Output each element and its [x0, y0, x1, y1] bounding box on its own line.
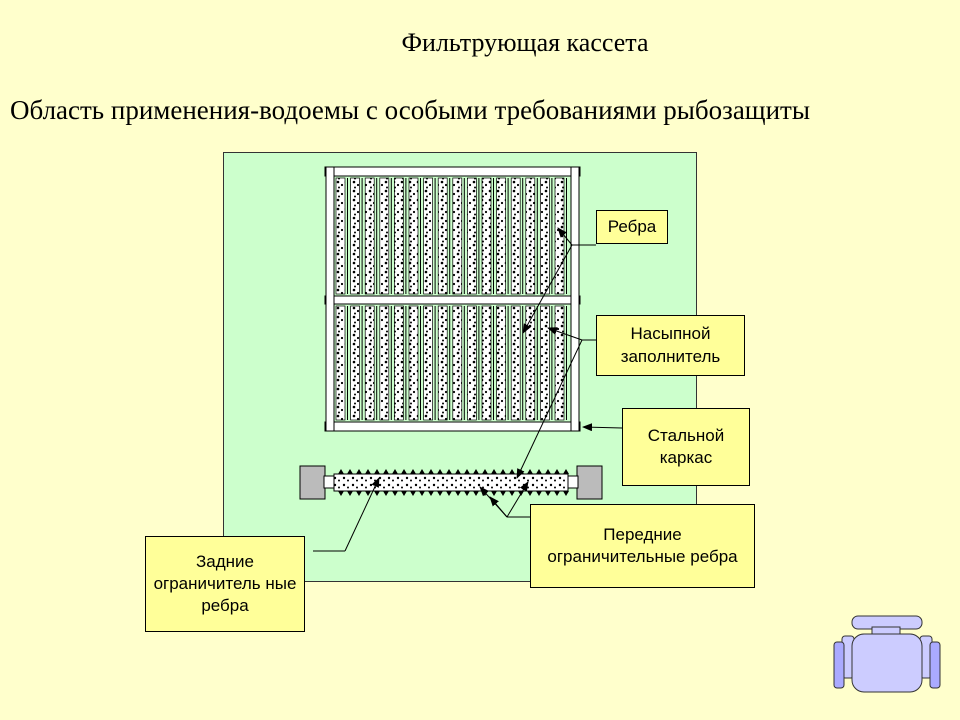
limiting-rib [455, 491, 461, 496]
filler-strip [379, 177, 390, 295]
filler-strip [467, 177, 477, 295]
limiting-rib [410, 469, 416, 474]
limiting-rib [500, 469, 506, 474]
filler-strip [379, 305, 390, 421]
limiting-rib [446, 491, 452, 496]
filler-strip [510, 177, 521, 295]
filler-strip [510, 305, 521, 421]
filler-strip [335, 177, 346, 295]
limiting-rib [500, 491, 506, 496]
limiting-rib [401, 491, 407, 496]
limiting-rib [356, 491, 362, 496]
limiting-rib [356, 469, 362, 474]
limiting-rib [392, 491, 398, 496]
limiting-rib [446, 469, 452, 474]
limiting-rib [365, 491, 371, 496]
filler-strips-lower [335, 305, 567, 421]
limiting-rib [437, 469, 443, 474]
limiting-rib [491, 469, 497, 474]
filler-strip [423, 177, 433, 295]
limiting-rib [338, 491, 344, 496]
filler-strips-upper [335, 177, 567, 295]
limiting-rib [473, 491, 479, 496]
callout-rear-ribs: Задние ограничитель ные ребра [145, 536, 305, 632]
limiting-rib [347, 491, 353, 496]
filler-strip [525, 177, 536, 295]
filler-strip [496, 305, 506, 421]
filler-strip [364, 177, 375, 295]
robot-icon[interactable] [832, 612, 942, 702]
limiting-rib [563, 491, 569, 496]
limiting-rib [509, 491, 515, 496]
filler-strip [496, 177, 506, 295]
filler-strip [481, 177, 492, 295]
limiting-rib [374, 491, 380, 496]
filler-strip [437, 305, 448, 421]
limiting-rib [527, 491, 533, 496]
limiting-rib [536, 491, 542, 496]
limiting-rib [428, 469, 434, 474]
limiting-rib [554, 491, 560, 496]
filler-strip [350, 177, 360, 295]
limiting-rib [464, 469, 470, 474]
filler-strip [525, 305, 536, 421]
filler-strip [452, 305, 463, 421]
filler-strip [437, 177, 448, 295]
limiting-rib [410, 491, 416, 496]
steel-frame [324, 166, 581, 432]
callout-ribs: Ребра [596, 210, 668, 244]
callout-fill: Насыпной заполнитель [596, 315, 745, 376]
callout-frame: Стальной каркас [622, 408, 750, 486]
limiting-rib [383, 469, 389, 474]
limiting-rib [491, 491, 497, 496]
limiting-rib [509, 469, 515, 474]
slide-subtitle: Область применения-водоемы с особыми тре… [10, 95, 810, 125]
limiting-rib [365, 469, 371, 474]
filler-strip [408, 305, 419, 421]
limiting-rib [437, 491, 443, 496]
limiting-rib [563, 469, 569, 474]
limiting-rib [338, 469, 344, 474]
leader-lines [313, 227, 623, 552]
filler-strip [540, 305, 550, 421]
limiting-rib [545, 469, 551, 474]
slide-title: Фильтрующая кассета [401, 28, 649, 57]
limiting-rib [392, 469, 398, 474]
filler-strip [364, 305, 375, 421]
filler-strip [554, 305, 565, 421]
filler-strip [540, 177, 550, 295]
filler-strip [335, 305, 346, 421]
filler-strip [350, 305, 360, 421]
limiting-rib [473, 469, 479, 474]
filler-strip [394, 177, 404, 295]
limiting-rib [383, 491, 389, 496]
limiting-rib [419, 469, 425, 474]
limiting-rib [455, 469, 461, 474]
filler-strip [394, 305, 404, 421]
limiting-rib [554, 469, 560, 474]
plan-view [299, 465, 603, 500]
filler-strip [408, 177, 419, 295]
limiting-rib [545, 491, 551, 496]
limiting-rib [419, 491, 425, 496]
limiting-rib [536, 469, 542, 474]
limiting-rib [347, 469, 353, 474]
front-limiting-ribs [338, 469, 569, 474]
filler-strip [452, 177, 463, 295]
filler-strip [554, 177, 565, 295]
callout-front-ribs: Передние ограничительные ребра [530, 504, 755, 588]
filler-strip [467, 305, 477, 421]
limiting-rib [482, 469, 488, 474]
filler-strip [423, 305, 433, 421]
limiting-rib [464, 491, 470, 496]
filler-strip [481, 305, 492, 421]
limiting-rib [428, 491, 434, 496]
limiting-rib [401, 469, 407, 474]
limiting-rib [527, 469, 533, 474]
limiting-rib [374, 469, 380, 474]
